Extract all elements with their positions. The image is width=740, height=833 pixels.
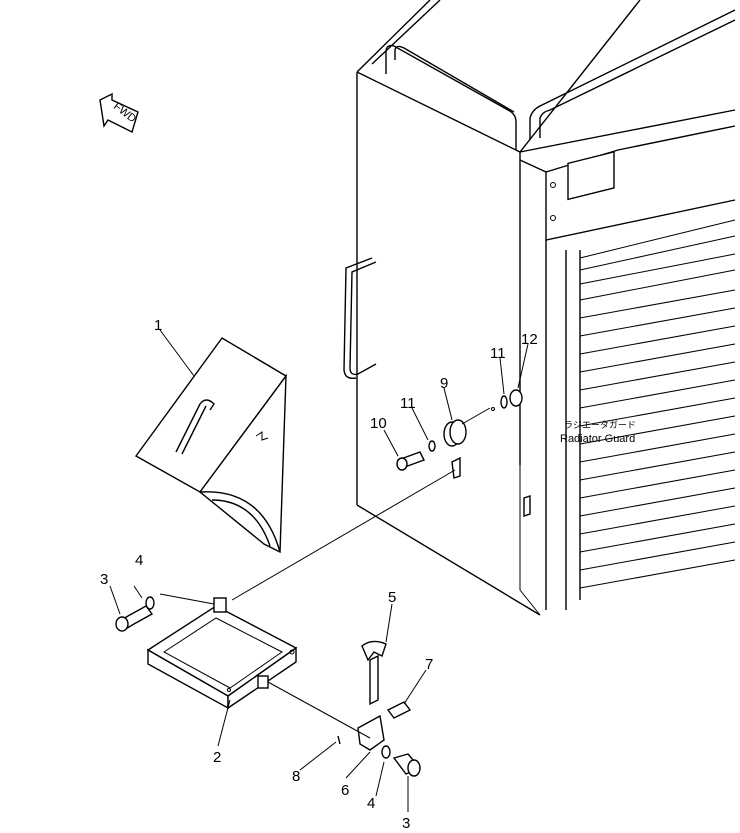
callout-5: 5 <box>388 589 396 606</box>
callout-1: 1 <box>154 317 162 334</box>
callout-3-left: 3 <box>100 571 108 588</box>
callouts: 1 2 3 4 5 6 7 8 4 3 9 10 11 11 12 <box>100 317 538 832</box>
callout-2: 2 <box>213 749 221 766</box>
radiator-louvers <box>579 219 736 589</box>
clip-bracket <box>451 456 461 479</box>
radiator-guard-label-jp: ラジエータガード <box>564 420 636 430</box>
part-12-nut <box>509 389 523 407</box>
part-2-tray <box>146 597 298 710</box>
assembly-lines <box>109 329 529 812</box>
part-8-pin <box>337 735 341 745</box>
callout-11-upper: 11 <box>490 345 506 362</box>
callout-8: 8 <box>292 768 300 785</box>
part-3-bolt-left <box>115 605 154 632</box>
part-10-bolt <box>396 451 425 471</box>
fwd-arrow-icon: FWD <box>99 92 139 133</box>
part-5-latch <box>361 640 387 706</box>
part-11-washer-b <box>500 395 508 409</box>
callout-4-left: 4 <box>135 552 143 569</box>
part-6-bracket <box>357 714 385 751</box>
radiator-guard-label-en: Radiator Guard <box>560 433 635 445</box>
callout-7: 7 <box>425 656 433 673</box>
callout-9: 9 <box>440 375 448 392</box>
part-4-washer-right <box>381 745 391 759</box>
callout-11-lower: 11 <box>400 395 416 412</box>
callout-6: 6 <box>341 782 349 799</box>
part-9-spacer <box>443 419 467 447</box>
radiator-housing <box>343 0 736 616</box>
callout-12: 12 <box>521 331 538 348</box>
part-1-cover <box>134 337 288 554</box>
part-7-bolt <box>386 701 412 719</box>
part-3-bolt-right <box>392 753 422 777</box>
part-4-washer-left <box>145 596 155 610</box>
callout-3-right: 3 <box>402 815 410 828</box>
part-11-washer-a <box>428 440 436 452</box>
callout-4-right: 4 <box>367 795 375 812</box>
callout-10: 10 <box>370 415 387 432</box>
